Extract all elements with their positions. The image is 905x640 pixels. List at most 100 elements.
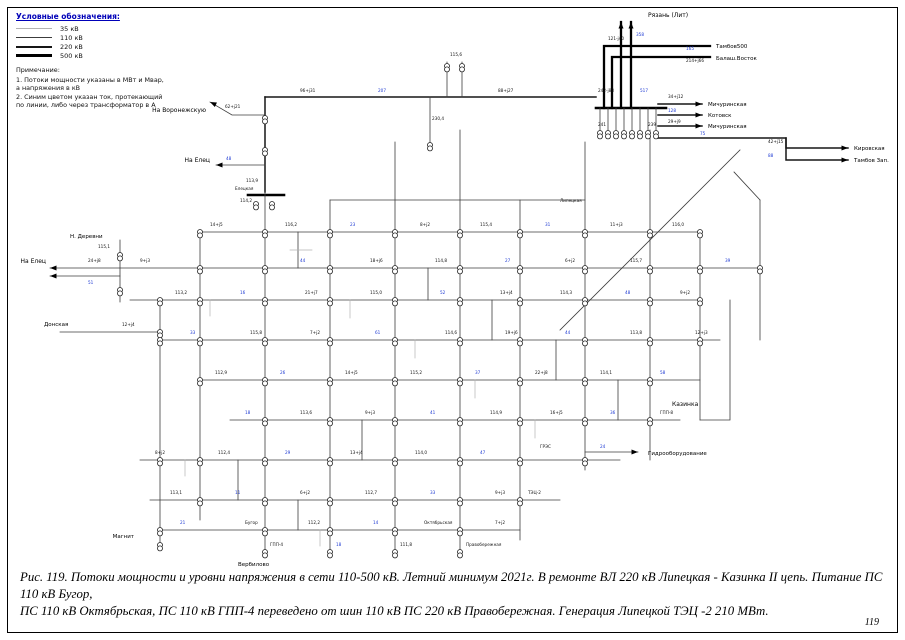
transformer-node: [517, 337, 523, 347]
transformer-node: [262, 115, 268, 125]
transformer-node: [457, 497, 463, 507]
transformer-node: [157, 337, 163, 347]
transformer-node: [157, 329, 163, 339]
transformer-node: [697, 229, 703, 239]
value-label: 19+j6: [505, 330, 518, 335]
value-label: 115,4: [480, 222, 492, 227]
transformer-node: [392, 417, 398, 427]
legend-label: 35 кВ: [60, 24, 79, 33]
flow-arrow-icon: [628, 22, 634, 29]
value-label: 241: [598, 122, 606, 127]
transformer-node: [582, 297, 588, 307]
transformer-node: [582, 417, 588, 427]
value-label: 239: [648, 122, 656, 127]
flow-arrow-icon: [631, 449, 638, 455]
flow-arrow-icon: [841, 157, 848, 163]
transformer-node: [253, 201, 259, 211]
transformer-node: [262, 147, 268, 157]
flow-arrow-icon: [841, 145, 848, 151]
transformer-node: [647, 229, 653, 239]
transformer-node: [262, 377, 268, 387]
value-label: 14: [373, 520, 379, 525]
value-label: 9+j2: [680, 290, 690, 295]
value-label: 121-j40: [608, 36, 624, 41]
transformer-node: [517, 497, 523, 507]
value-label: 113,1: [170, 490, 182, 495]
value-label: 14+j5: [345, 370, 358, 375]
diagram-label: На Елец: [185, 157, 211, 164]
transformer-node: [327, 417, 333, 427]
flow-arrow-icon: [695, 123, 702, 129]
legend-label: 220 кВ: [60, 42, 83, 51]
transformer-node: [457, 457, 463, 467]
transformer-node: [392, 497, 398, 507]
value-label: 517: [640, 88, 648, 93]
transformer-node: [457, 229, 463, 239]
power-line-k500: [602, 44, 712, 110]
figure-caption: Рис. 119. Потоки мощности и уровни напря…: [20, 569, 888, 620]
legend-row-35kv: 35 кВ: [16, 24, 186, 33]
flow-arrow-icon: [50, 265, 57, 271]
value-label: 16: [240, 290, 246, 295]
value-label: 114,1: [600, 370, 612, 375]
value-label: 16+j5: [550, 410, 563, 415]
transformer-node: [647, 337, 653, 347]
transformer-node: [392, 527, 398, 537]
transformer-node: [653, 130, 659, 140]
value-label: 115,0: [370, 290, 382, 295]
flow-arrow-icon: [216, 162, 223, 168]
transformer-node: [517, 457, 523, 467]
transformer-node: [647, 297, 653, 307]
transformer-node: [392, 377, 398, 387]
diagram-label: Гидрооборудование: [648, 451, 707, 457]
value-label: 75: [700, 131, 706, 136]
value-label: 21+j7: [305, 290, 318, 295]
value-label: 33: [430, 490, 436, 495]
transformer-node: [457, 549, 463, 559]
transformer-node: [327, 297, 333, 307]
value-label: 112,2: [308, 520, 320, 525]
value-label: 24: [600, 444, 606, 449]
transformer-node: [457, 337, 463, 347]
legend-row-500kv: 500 кВ: [16, 52, 186, 60]
value-label: 36: [610, 410, 616, 415]
transformer-node: [392, 457, 398, 467]
value-label: 31: [545, 222, 551, 227]
value-label: 111,8: [400, 542, 412, 547]
value-label: ГПП-4: [270, 542, 283, 547]
diagram-label: Мичуринская: [708, 102, 747, 108]
value-label: 13+j4: [500, 290, 513, 295]
transformer-node: [157, 542, 163, 552]
value-label: 48: [226, 156, 232, 161]
value-label: 113,8: [630, 330, 642, 335]
value-label: 113,9: [246, 178, 258, 183]
transformer-node: [582, 377, 588, 387]
caption-line-1: Рис. 119. Потоки мощности и уровни напря…: [20, 570, 883, 601]
value-label: 88+j27: [498, 88, 514, 93]
transformer-node: [457, 297, 463, 307]
value-label: 114,3: [560, 290, 572, 295]
transformer-node: [645, 130, 651, 140]
transformer-node: [197, 265, 203, 275]
value-label: 7+j2: [495, 520, 505, 525]
line-sample-110kv: [16, 37, 52, 38]
value-label: Липецкая: [560, 198, 582, 203]
value-label: Правобережная: [466, 542, 502, 547]
flow-arrow-icon: [695, 112, 702, 118]
value-label: Октябрьская: [424, 520, 453, 525]
diagram-label: Балаш.Восток: [716, 56, 758, 62]
diagram-label: Казинка: [672, 401, 699, 408]
transformer-node: [613, 130, 619, 140]
transformer-node: [582, 457, 588, 467]
transformer-node: [427, 142, 433, 152]
value-label: 18: [245, 410, 251, 415]
value-label: 112,4: [218, 450, 230, 455]
transformer-node: [327, 457, 333, 467]
transformer-node: [197, 337, 203, 347]
transformer-node: [637, 130, 643, 140]
transformer-node: [392, 549, 398, 559]
value-label: 12+j4: [122, 322, 135, 327]
transformer-node: [327, 337, 333, 347]
flow-arrow-icon: [50, 273, 57, 279]
